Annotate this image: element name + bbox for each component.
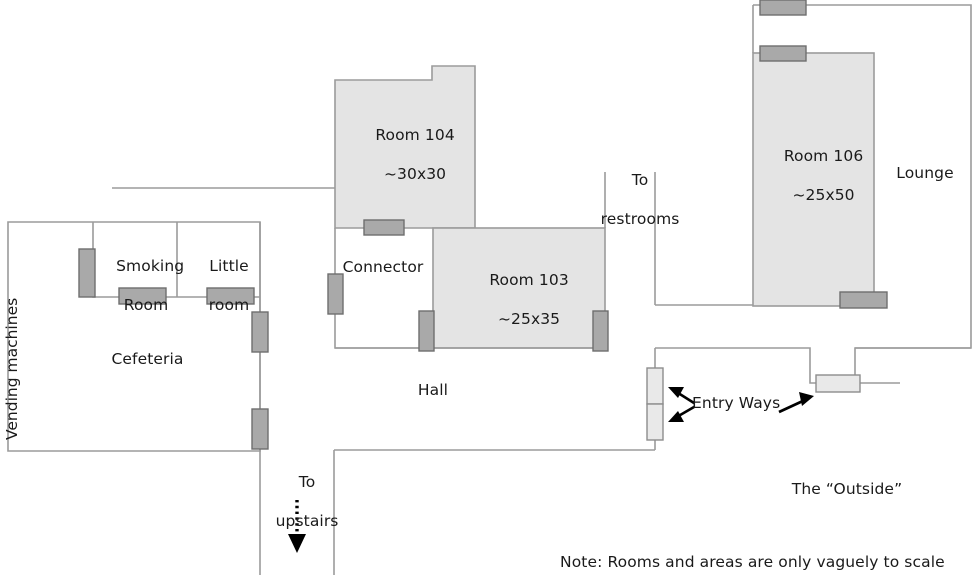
entry-ways-label: Entry Ways — [692, 394, 781, 412]
little-room-line2: room — [208, 296, 250, 315]
entry-ways-arrow-downleft — [668, 405, 695, 422]
door-smoking-bottom[interactable] — [118, 287, 167, 305]
entry-ways-arrow-upleft — [668, 387, 695, 405]
door-connector-west[interactable] — [327, 273, 344, 315]
scale-note: Note: Rooms and areas are only vaguely t… — [560, 553, 945, 571]
door-entry-upper[interactable] — [646, 367, 664, 405]
room-106-shape — [752, 52, 875, 307]
room-103-name: Room 103 — [489, 270, 569, 289]
entry-ways-arrow-right — [778, 392, 814, 414]
room-104-name: Room 104 — [375, 125, 455, 144]
smoking-room-line1: Smoking — [116, 256, 185, 275]
connector-outline — [334, 228, 433, 349]
door-cefeteria-upper[interactable] — [251, 311, 269, 353]
room-104-size: ~30x30 — [383, 165, 447, 184]
connector-label: Connector — [342, 258, 424, 276]
door-little-bottom[interactable] — [206, 287, 255, 305]
annotation-arrows — [288, 387, 814, 553]
door-entry-lower[interactable] — [646, 403, 664, 441]
room-fills — [334, 52, 875, 349]
lounge-outline — [655, 4, 972, 384]
hall-label: Hall — [417, 381, 449, 399]
door-entry-outside[interactable] — [815, 374, 861, 393]
to-restrooms-label: To restrooms — [570, 151, 690, 250]
doors — [78, 0, 888, 450]
smoking-room-label: Smoking Room — [96, 237, 184, 336]
to-upstairs-arrow — [288, 500, 306, 553]
to-upstairs-label: To upstairs — [252, 453, 342, 552]
door-smoking-left[interactable] — [78, 248, 96, 298]
room-103-shape — [432, 227, 606, 349]
smoking-room-line2: Room — [123, 296, 169, 315]
door-room106-south[interactable] — [839, 291, 888, 309]
lounge-label: Lounge — [896, 164, 954, 182]
room-106-name: Room 106 — [783, 146, 864, 165]
room-103-label: Room 103 ~25x35 — [433, 251, 605, 350]
door-room106-north[interactable] — [759, 45, 807, 62]
room-106-size: ~25x50 — [792, 186, 855, 205]
to-upstairs-line2: upstairs — [275, 512, 339, 531]
room-106-label: Room 106 ~25x50 — [753, 127, 874, 226]
door-lounge-north[interactable] — [759, 0, 807, 16]
little-room-line1: Little — [209, 256, 249, 275]
door-room103-west[interactable] — [418, 310, 435, 352]
door-room104-south[interactable] — [363, 219, 405, 236]
to-upstairs-line1: To — [298, 472, 316, 491]
room-103-size: ~25x35 — [497, 310, 561, 329]
cefeteria-label: Cefeteria — [111, 350, 184, 368]
door-room103-east[interactable] — [592, 310, 609, 352]
vending-machines-label: Vending machines — [3, 297, 21, 440]
room-104-label: Room 104 ~30x30 — [335, 106, 475, 205]
to-restrooms-line1: To — [631, 170, 649, 189]
little-room-label: Little room — [181, 237, 257, 336]
to-restrooms-line2: restrooms — [600, 210, 680, 229]
outside-label: The “Outside” — [791, 480, 903, 498]
door-cefeteria-lower[interactable] — [251, 408, 269, 450]
